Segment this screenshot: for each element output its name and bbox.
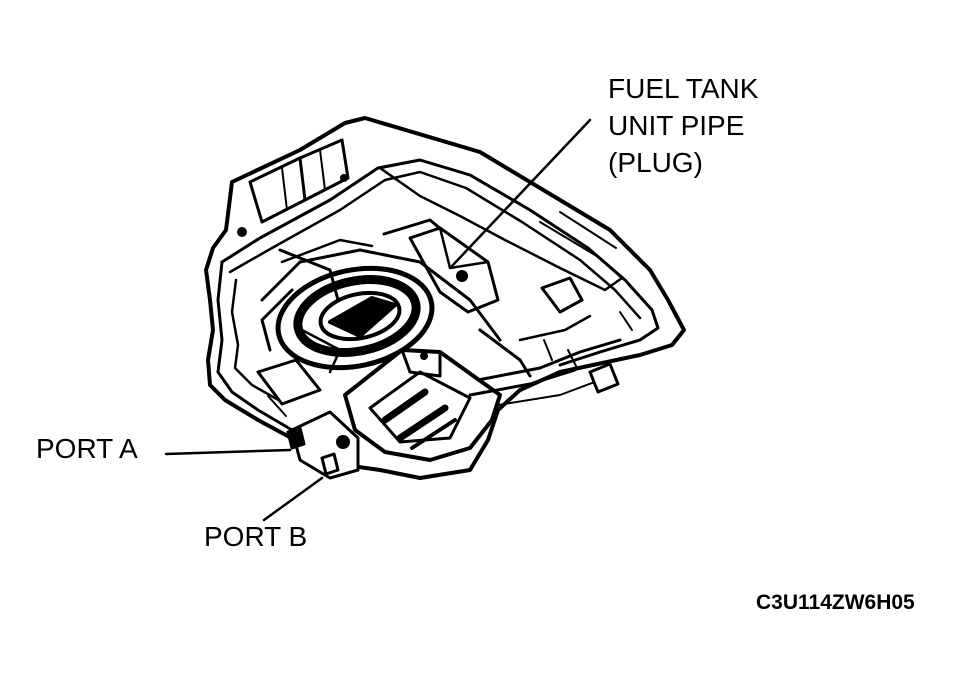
port-b-label: PORT B: [204, 521, 308, 552]
right-clip: [540, 276, 584, 314]
strap-left: [278, 248, 340, 302]
leader-fuel-tank: [450, 118, 592, 268]
bracket-bolt: [237, 227, 247, 237]
pump-cap: [328, 296, 397, 338]
slot-1: [381, 388, 429, 424]
port-a-fitting: [336, 435, 350, 449]
slot-2: [396, 404, 449, 442]
port-a-stub: [286, 426, 306, 450]
tank-inner-rim-2: [228, 170, 642, 320]
left-compartment: [256, 358, 322, 406]
upper-left-bracket-2: [298, 138, 350, 202]
port-b-stub: [320, 452, 340, 476]
tank-outer-outline: [204, 116, 686, 480]
fuel-tank-label-line2: UNIT PIPE: [608, 110, 745, 141]
port-a-label: PORT A: [36, 433, 138, 464]
tank-left-wall-inner: [230, 278, 284, 404]
leader-port-b: [262, 476, 324, 522]
top-plate: [378, 158, 624, 292]
port-area: [290, 410, 360, 480]
leader-port-a: [164, 448, 292, 456]
fuel-tank-label-line3: (PLUG): [608, 147, 703, 178]
pump-ring-middle: [293, 275, 421, 357]
tank-left-wall: [216, 260, 294, 432]
fuel-tank-unit-pipe-label: FUEL TANK UNIT PIPE (PLUG): [608, 70, 758, 181]
right-tube: [476, 338, 622, 382]
plug-bolt: [456, 270, 468, 282]
figure-code-label: C3U114ZW6H05: [756, 591, 915, 614]
ring-frame: [260, 248, 502, 342]
fuel-tank-label-line1: FUEL TANK: [608, 73, 759, 104]
lower-bracket: [343, 348, 502, 462]
strap-right: [478, 328, 532, 378]
